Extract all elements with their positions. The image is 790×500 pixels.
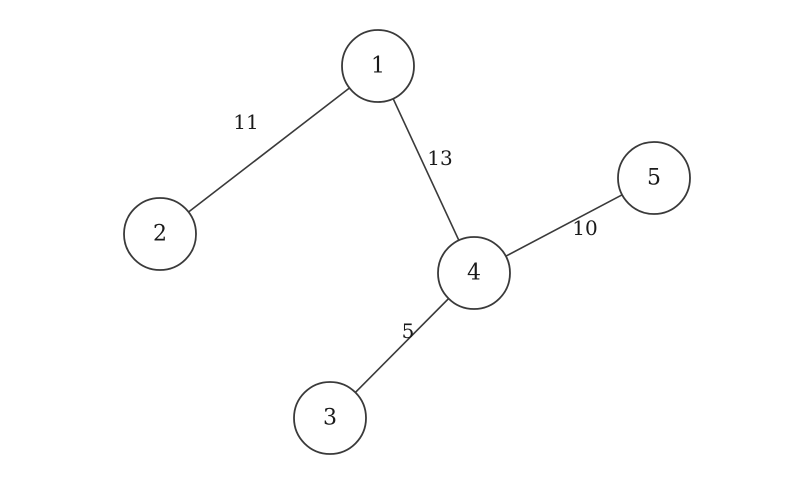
node-circle (437, 236, 511, 310)
edge-weight-1-4: 13 (427, 146, 452, 170)
edge-weight-4-5: 10 (572, 216, 597, 240)
node-3: 3 (293, 381, 367, 455)
node-circle (617, 141, 691, 215)
edge-weight-4-3: 5 (402, 319, 415, 343)
node-circle (341, 29, 415, 103)
node-label: 1 (371, 54, 385, 79)
node-label: 4 (467, 261, 481, 286)
node-label: 2 (153, 222, 167, 247)
node-label: 5 (647, 166, 661, 191)
node-2: 2 (123, 197, 197, 271)
node-4: 4 (437, 236, 511, 310)
node-5: 5 (617, 141, 691, 215)
edge-weights: 11 13 10 5 (233, 110, 597, 343)
node-circle (123, 197, 197, 271)
edge-1-2 (159, 65, 379, 235)
node-label: 3 (323, 406, 337, 431)
edge-1-4 (377, 65, 475, 274)
edge-weight-1-2: 11 (233, 110, 258, 134)
node-circle (293, 381, 367, 455)
node-1: 1 (341, 29, 415, 103)
nodes: 1 2 3 4 5 (123, 29, 691, 455)
